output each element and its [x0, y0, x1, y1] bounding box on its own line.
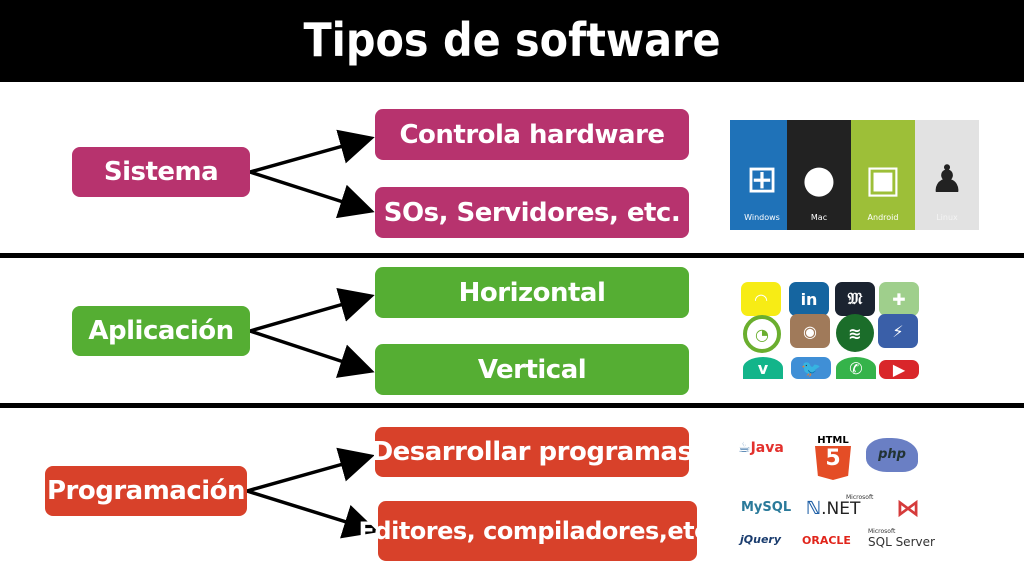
linux-logo: ♟ Linux	[915, 120, 979, 230]
desarrollar-programas-box: Desarrollar programas	[372, 427, 693, 477]
logo-text: php	[878, 447, 906, 462]
android-icon: ▣	[865, 157, 901, 201]
kiwi-icon: ◔	[743, 315, 781, 353]
windows-logo: ⊞ Windows	[730, 120, 794, 230]
instagram-icon: ◉	[790, 314, 830, 348]
mac-logo: ● Mac	[787, 120, 851, 230]
coffee-cup-icon: ☕	[738, 440, 751, 456]
os-label: Windows	[744, 213, 780, 222]
java-logo: ☕Java	[738, 440, 784, 456]
oracle-logo: ORACLE	[802, 534, 851, 547]
logo-text: Microsoft	[846, 494, 874, 501]
maps-icon: ✚	[879, 282, 919, 316]
jquery-logo: jQuery	[740, 533, 781, 546]
logo-text: MySQL	[741, 500, 792, 515]
sqlserver-icon: ⋈	[896, 494, 920, 522]
editores-compiladores-box: Editores, compiladores,etc.	[359, 501, 717, 561]
news-icon: 𝔐	[835, 282, 875, 316]
apple-icon: ●	[802, 157, 836, 201]
linkedin-icon: in	[789, 282, 829, 316]
divider	[0, 253, 1024, 258]
vine-icon: v	[743, 357, 783, 379]
windows-icon: ⊞	[746, 157, 778, 201]
logo-text: jQuery	[740, 533, 782, 546]
mysql-logo: MySQL	[741, 500, 791, 515]
spotify-icon: ≋	[836, 314, 874, 352]
messenger-icon: ⚡	[878, 314, 918, 348]
controla-hardware-box: Controla hardware	[375, 109, 689, 160]
logo-text: .NET	[821, 499, 861, 519]
os-label: Android	[867, 213, 899, 222]
divider	[0, 403, 1024, 408]
programacion-box: Programación	[45, 466, 247, 516]
snapchat-icon: ◠	[741, 282, 781, 316]
os-label: Mac	[810, 213, 828, 222]
php-logo: php	[866, 438, 918, 472]
vertical-box: Vertical	[375, 344, 689, 395]
logo-text: Microsoft	[868, 528, 896, 535]
aplicacion-box: Aplicación	[72, 306, 250, 356]
logo-text: Java	[750, 440, 784, 456]
html5-shield-icon: 5	[815, 446, 851, 480]
sos-servidores-box: SOs, Servidores, etc.	[375, 187, 689, 238]
android-logo: ▣ Android	[851, 120, 915, 230]
youtube-icon: ▶	[879, 360, 919, 379]
sistema-box: Sistema	[72, 147, 250, 197]
penguin-icon: ♟	[929, 157, 965, 201]
whatsapp-icon: ✆	[836, 357, 876, 379]
logo-text: HTML	[817, 435, 849, 446]
twitter-icon: 🐦	[791, 357, 831, 379]
horizontal-box: Horizontal	[375, 267, 689, 318]
os-label: Linux	[936, 213, 958, 222]
page-title: Tipos de software	[0, 0, 1024, 82]
logo-text: SQL Server	[868, 535, 935, 549]
logo-text: ORACLE	[802, 534, 851, 547]
